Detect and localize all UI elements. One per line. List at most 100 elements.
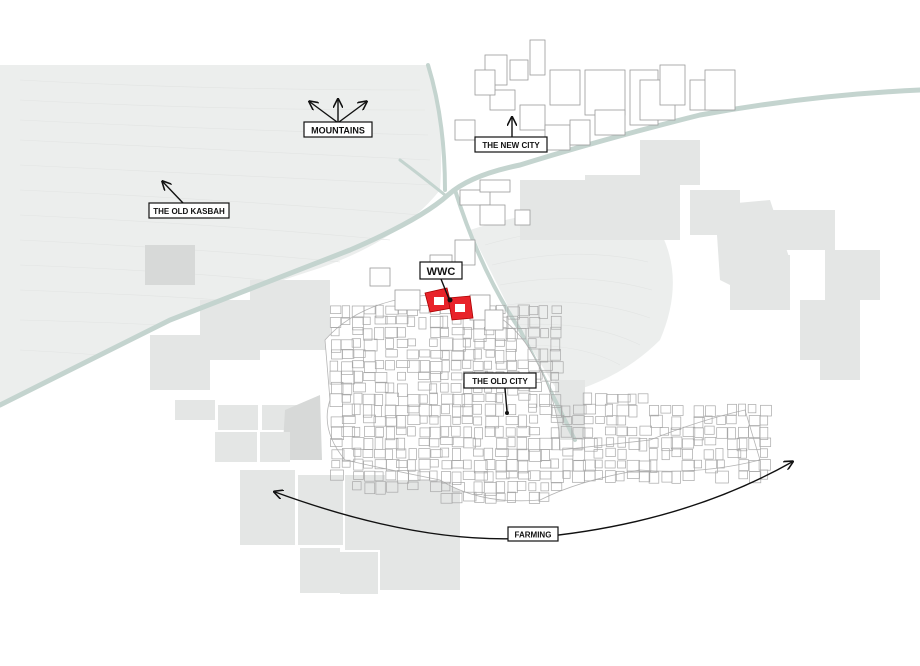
old-city-block bbox=[429, 392, 438, 405]
old-city-block bbox=[461, 415, 473, 424]
old-city-block bbox=[682, 438, 695, 449]
old-city-block bbox=[430, 371, 442, 383]
old-city-block bbox=[704, 425, 715, 435]
old-city-block bbox=[606, 394, 619, 404]
old-city-label-text: THE OLD CITY bbox=[472, 377, 528, 386]
old-city-block bbox=[550, 326, 562, 339]
old-city-block bbox=[551, 437, 560, 451]
old-city-block bbox=[341, 370, 355, 385]
old-city-block bbox=[549, 349, 561, 361]
old-city-block bbox=[440, 437, 454, 445]
old-city-block bbox=[561, 405, 571, 418]
old-city-block bbox=[472, 361, 484, 371]
old-city-block bbox=[397, 371, 406, 381]
old-city-block bbox=[418, 448, 431, 459]
old-city-block bbox=[407, 338, 416, 347]
old-city-block bbox=[672, 405, 684, 416]
old-city-block bbox=[551, 405, 563, 418]
old-city-block bbox=[341, 382, 353, 396]
old-city-block bbox=[593, 437, 603, 448]
old-city-block bbox=[726, 415, 737, 425]
old-city-block bbox=[331, 449, 345, 460]
old-city-block bbox=[605, 447, 616, 457]
old-city-block bbox=[617, 448, 627, 460]
old-city-block bbox=[385, 316, 396, 325]
old-city-block bbox=[461, 359, 472, 369]
old-city-block bbox=[483, 360, 492, 370]
old-city-block bbox=[472, 393, 485, 402]
old-city-block bbox=[429, 383, 438, 395]
old-city-block bbox=[452, 394, 466, 408]
old-city-block bbox=[430, 449, 443, 458]
old-city-block bbox=[451, 327, 465, 336]
old-city-block bbox=[638, 438, 648, 452]
old-city-block bbox=[550, 371, 559, 381]
old-city-block bbox=[670, 436, 683, 450]
old-city-block bbox=[550, 338, 561, 352]
old-city-block bbox=[330, 416, 345, 428]
old-city-block bbox=[363, 305, 376, 315]
old-city-block bbox=[562, 416, 572, 425]
old-city-block bbox=[528, 306, 539, 316]
old-city-block bbox=[472, 438, 482, 447]
old-city-block bbox=[362, 316, 371, 325]
old-city-block bbox=[584, 438, 598, 452]
old-city-block bbox=[649, 405, 659, 417]
old-city-block bbox=[495, 425, 504, 438]
old-city-block bbox=[439, 447, 450, 458]
old-city-block bbox=[529, 317, 541, 328]
old-city-block bbox=[353, 370, 363, 383]
farm-plots bbox=[145, 140, 880, 594]
old-city-block bbox=[495, 338, 505, 347]
old-city-block bbox=[472, 403, 482, 415]
old-city-block bbox=[540, 371, 552, 382]
old-city-block bbox=[473, 348, 482, 360]
old-city-block bbox=[418, 371, 430, 380]
old-city-block bbox=[737, 448, 747, 459]
roads bbox=[0, 63, 920, 442]
label-farming: FARMING bbox=[275, 462, 792, 542]
old-city-block bbox=[539, 393, 551, 407]
old-city-block bbox=[463, 426, 472, 438]
terrain-contours bbox=[19, 79, 433, 356]
label-wwc: WWC bbox=[419, 261, 463, 300]
old-city-block bbox=[341, 349, 355, 359]
old-city-block bbox=[528, 327, 540, 338]
farming-label-text: FARMING bbox=[515, 531, 552, 540]
old-city-block bbox=[452, 404, 462, 418]
old-city-block bbox=[395, 315, 409, 325]
wwc-building[interactable] bbox=[424, 287, 474, 321]
old-city-block bbox=[748, 415, 761, 426]
old-city-block bbox=[331, 339, 342, 353]
old-city-block bbox=[528, 403, 537, 413]
old-city-block bbox=[505, 338, 517, 352]
old-city-block bbox=[485, 349, 495, 358]
old-city-block bbox=[505, 416, 519, 426]
old-city-block bbox=[495, 350, 505, 364]
mountains-label-text: MOUNTAINS bbox=[311, 126, 365, 136]
old-city-block bbox=[682, 426, 696, 437]
old-city-block bbox=[374, 360, 385, 370]
old-city-block bbox=[396, 426, 407, 436]
old-city-block bbox=[373, 416, 387, 427]
old-city-block bbox=[419, 427, 431, 438]
old-city-block bbox=[352, 349, 366, 358]
old-city-block bbox=[418, 317, 427, 330]
old-city-block bbox=[617, 394, 631, 403]
old-city-block bbox=[550, 315, 562, 330]
old-city-block bbox=[341, 393, 351, 403]
old-city-block bbox=[462, 327, 472, 340]
old-city-block bbox=[385, 360, 395, 371]
old-city-block bbox=[440, 350, 450, 360]
old-city-block bbox=[495, 361, 507, 370]
old-city-block bbox=[495, 448, 509, 457]
old-city-block bbox=[661, 437, 673, 452]
old-city-block bbox=[441, 393, 455, 405]
old-city-block bbox=[385, 349, 398, 358]
old-city-block bbox=[550, 394, 562, 408]
old-city-block bbox=[463, 437, 476, 449]
old-city-block bbox=[661, 448, 670, 461]
old-city-block bbox=[758, 459, 771, 471]
old-city-block bbox=[748, 425, 761, 438]
new-city-label-text: THE NEW CITY bbox=[482, 141, 540, 150]
